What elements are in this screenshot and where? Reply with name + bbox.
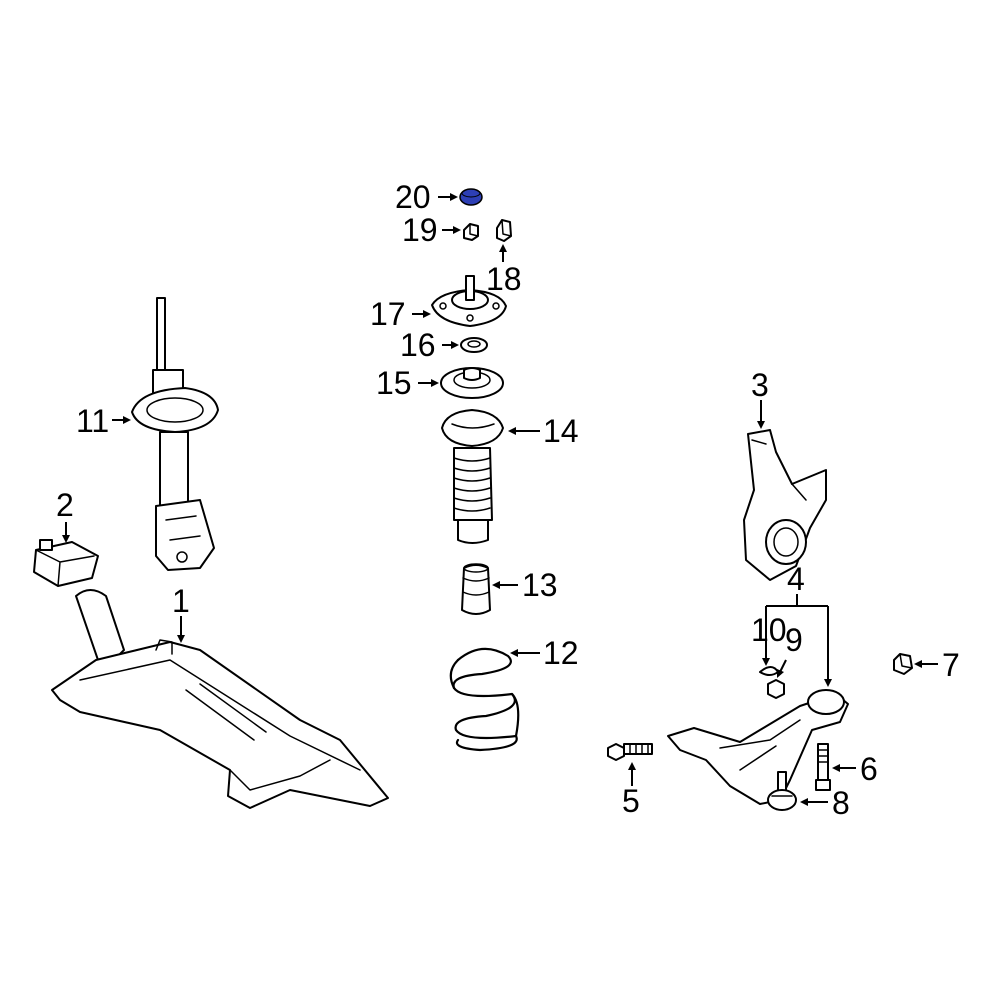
part-17-upper-mount[interactable]: [431, 275, 507, 327]
callout-6[interactable]: 6: [860, 751, 878, 787]
part-16-bearing[interactable]: [460, 337, 488, 353]
callout-13[interactable]: 13: [522, 567, 558, 603]
callout-11[interactable]: 11: [76, 403, 109, 439]
callout-2[interactable]: 2: [56, 487, 74, 523]
part-3-knuckle[interactable]: [743, 429, 827, 581]
callout-labels: 20 19 18 17 16 15 14 13 12 11 2 1 3 4 10…: [56, 179, 960, 821]
part-1-subframe[interactable]: [51, 589, 389, 809]
part-7-nut[interactable]: [893, 653, 913, 675]
part-19-nut[interactable]: [463, 223, 479, 241]
part-11-strut[interactable]: [131, 297, 219, 571]
callout-8[interactable]: 8: [832, 785, 850, 821]
part-12-coil-spring[interactable]: [449, 647, 520, 752]
callout-17[interactable]: 17: [370, 296, 406, 332]
part-2-bracket[interactable]: [33, 539, 99, 587]
callout-10[interactable]: 10: [751, 612, 787, 648]
part-6-bolt[interactable]: [815, 743, 831, 791]
part-15-spring-seat[interactable]: [440, 367, 504, 399]
callout-4[interactable]: 4: [787, 561, 805, 597]
part-9-nut[interactable]: [767, 679, 785, 699]
leader-lines: [62, 193, 938, 806]
part-14-boot[interactable]: [441, 409, 504, 544]
part-4-control-arm[interactable]: [667, 689, 849, 805]
callout-19[interactable]: 19: [402, 212, 438, 248]
part-18-nut[interactable]: [496, 219, 512, 242]
callout-15[interactable]: 15: [376, 365, 412, 401]
part-20-cap[interactable]: [459, 188, 483, 206]
callout-5[interactable]: 5: [622, 783, 640, 819]
callout-18[interactable]: 18: [486, 261, 522, 297]
callout-7[interactable]: 7: [942, 647, 960, 683]
part-10-clip[interactable]: [759, 666, 779, 676]
callout-14[interactable]: 14: [543, 413, 579, 449]
callout-3[interactable]: 3: [751, 367, 769, 403]
callout-16[interactable]: 16: [400, 327, 436, 363]
callout-12[interactable]: 12: [543, 635, 579, 671]
callout-9[interactable]: 9: [785, 622, 803, 658]
part-8-ball-joint[interactable]: [767, 771, 797, 811]
callout-20[interactable]: 20: [395, 179, 431, 215]
part-13-bump-stop[interactable]: [461, 563, 491, 615]
callout-1[interactable]: 1: [172, 583, 190, 619]
part-5-bolt[interactable]: [607, 743, 653, 761]
